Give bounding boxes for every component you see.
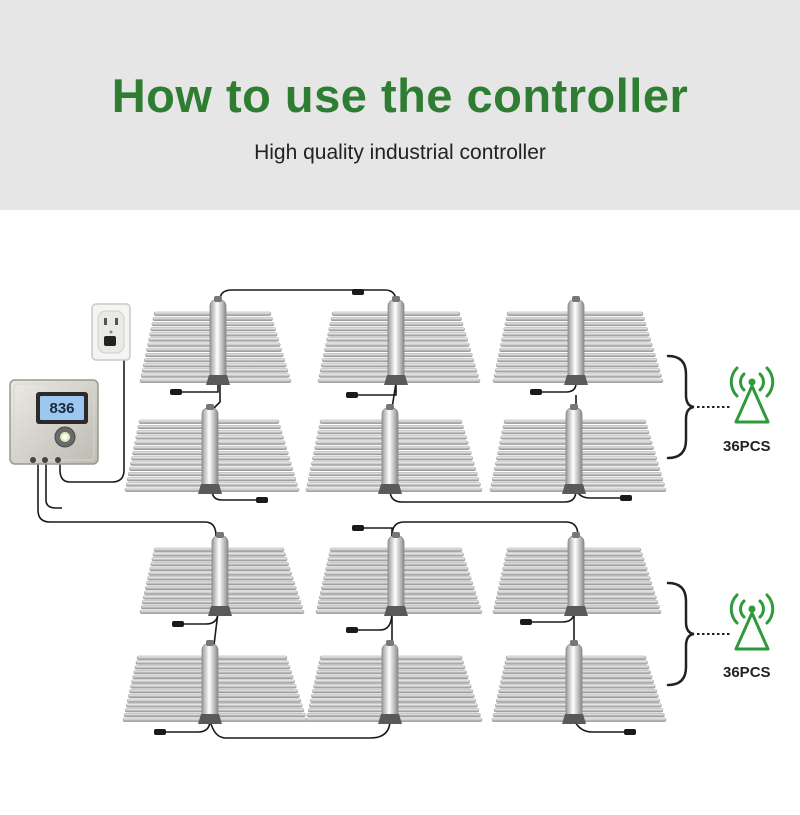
controller-device-icon [9, 379, 99, 465]
page-title: How to use the controller [111, 69, 689, 122]
grow-light-panel-icon [492, 296, 664, 385]
grow-light-panel-icon [305, 640, 483, 724]
grow-light-panel-icon [122, 640, 308, 724]
brace-icon [666, 581, 695, 687]
grow-light-panel-icon [489, 404, 667, 494]
page-subtitle: High quality industrial controller [254, 141, 546, 164]
wifi-antenna-icon [729, 593, 775, 651]
grow-light-panel-icon [305, 404, 483, 494]
grow-light-panel-icon [491, 640, 667, 724]
grow-light-panel-icon [315, 532, 483, 616]
grow-lights-layer [122, 296, 667, 724]
group-count-label: 36PCS [723, 438, 771, 455]
wall-outlet-icon [91, 303, 131, 361]
grow-light-panel-icon [139, 532, 305, 616]
grow-light-panel-icon [124, 404, 300, 494]
grow-light-panel-icon [492, 532, 662, 616]
wifi-antenna-icon [729, 366, 775, 424]
wiring-diagram: 836 [9, 289, 775, 739]
header-banner: How to use the controller High quality i… [0, 0, 800, 210]
grow-light-panel-icon [139, 296, 292, 385]
controller-display-value: 836 [49, 400, 74, 417]
group-count-label: 36PCS [723, 664, 771, 681]
grow-light-panel-icon [317, 296, 481, 385]
brace-icon [666, 354, 695, 460]
